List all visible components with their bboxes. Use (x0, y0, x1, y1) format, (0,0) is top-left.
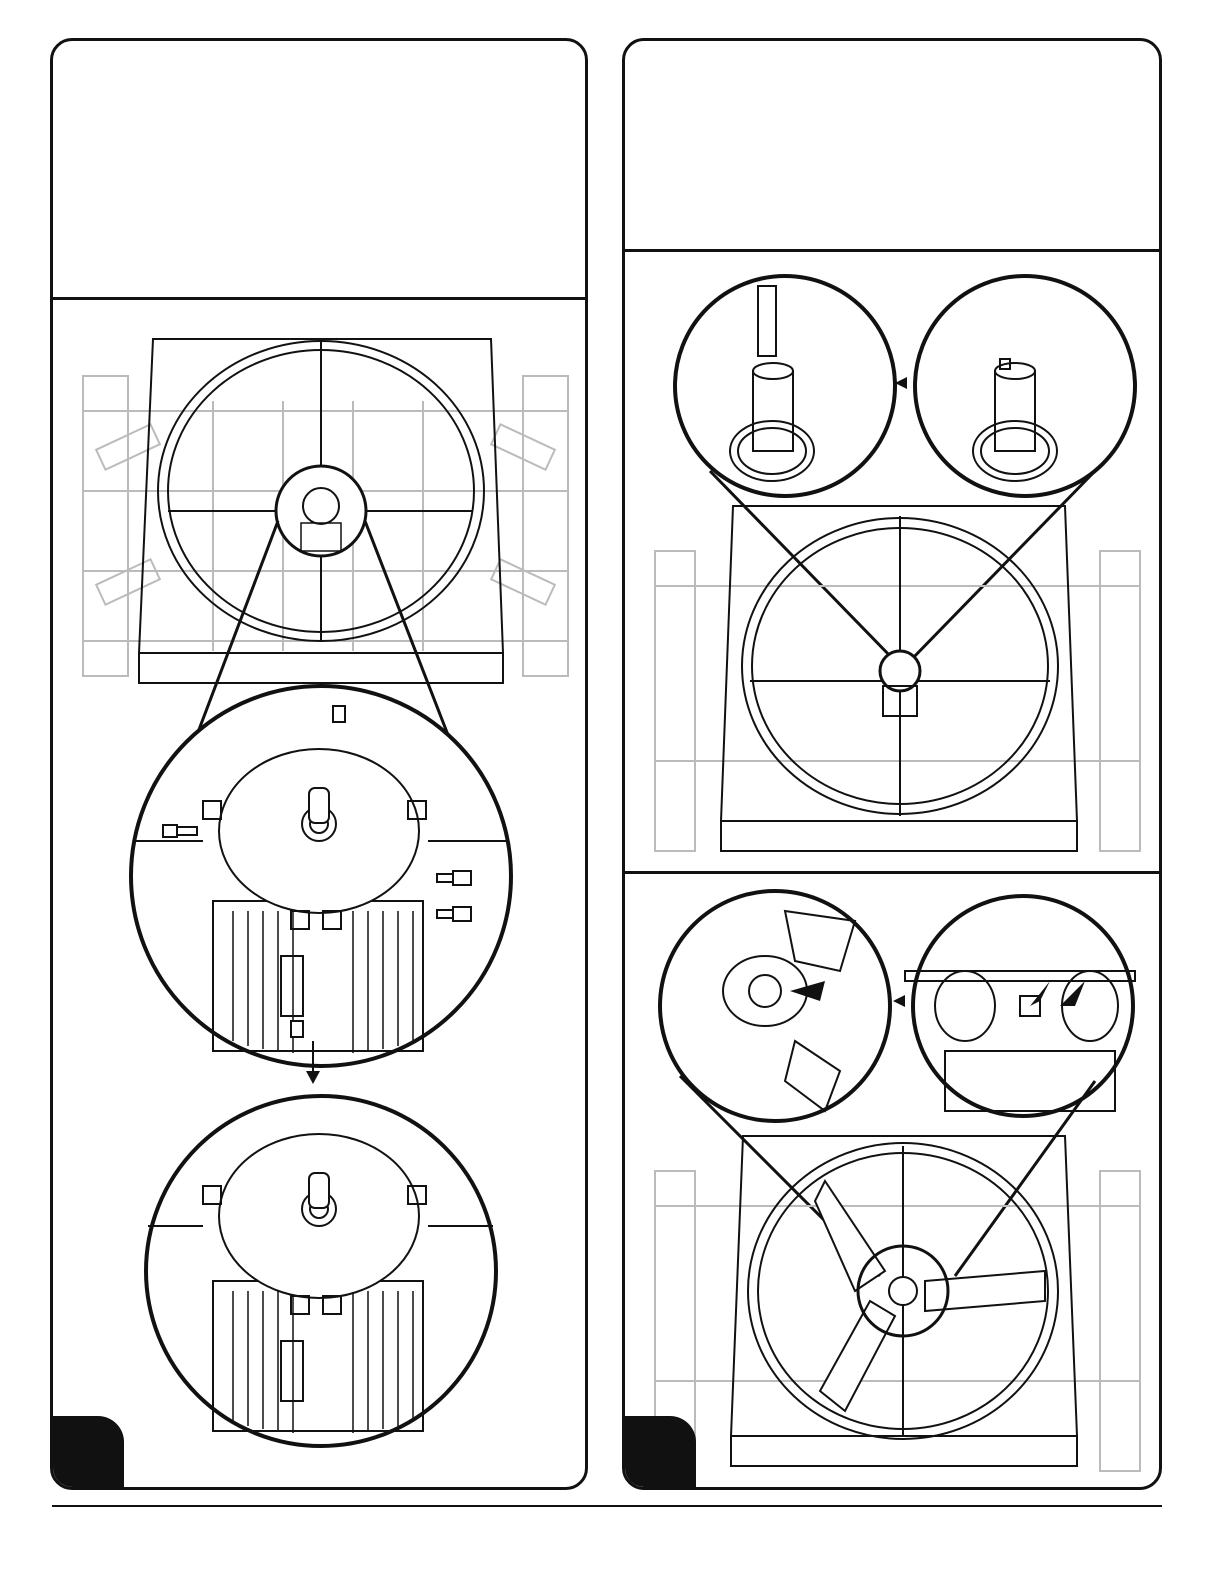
motor-detail-after (146, 1096, 496, 1446)
step-number-badge (50, 1416, 124, 1490)
motor-detail-before (131, 686, 511, 1084)
motor-mount-illustration (53, 41, 588, 1490)
fan-housing-1 (655, 506, 1140, 851)
shaft-key-detail (675, 276, 1135, 661)
fan-assembly-illustration (625, 41, 1162, 1490)
fan-hub-detail (660, 891, 1135, 1276)
detail-callout (276, 466, 366, 556)
page-footer-rule (52, 1505, 1162, 1507)
step-panel-left (50, 38, 588, 1490)
step-number-badge (622, 1416, 696, 1490)
fan-housing-2 (655, 1136, 1140, 1471)
step-panel-right (622, 38, 1162, 1490)
